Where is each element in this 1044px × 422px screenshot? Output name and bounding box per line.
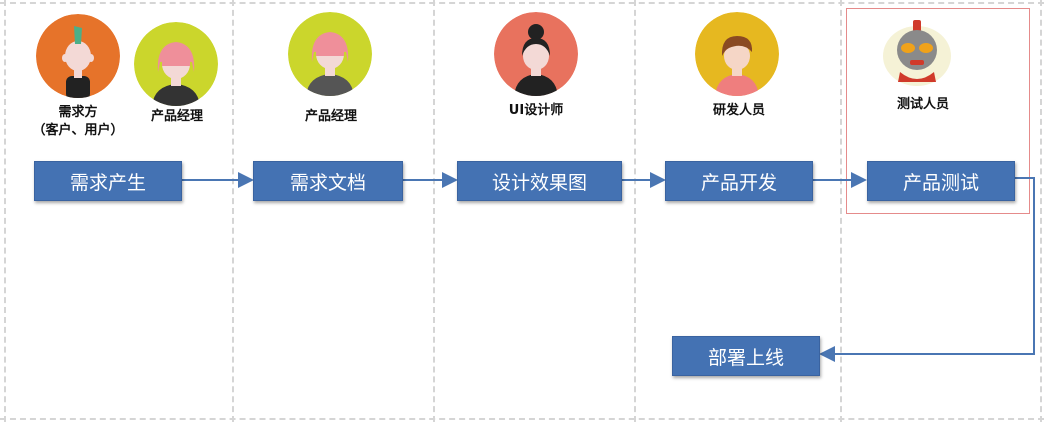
robot-icon (880, 16, 954, 90)
lane-divider (4, 0, 6, 422)
avatar-boy-icon (695, 12, 779, 96)
avatar-mohawk-icon (36, 14, 120, 98)
frame-bottom-border (0, 418, 1044, 420)
role-demand-side: 需求方 （客户、用户） (32, 105, 124, 138)
role-ui-designer: UI设计师 (508, 103, 564, 118)
step-product-test: 产品测试 (867, 161, 1015, 201)
frame-top-border (0, 2, 1044, 4)
step-design-mockup: 设计效果图 (457, 161, 622, 201)
lane-divider (634, 0, 636, 422)
role-pm: 产品经理 (150, 109, 203, 124)
step-product-dev: 产品开发 (665, 161, 813, 201)
avatar-pink-hair-icon (288, 12, 372, 96)
lane-divider (840, 0, 842, 422)
tester-highlight-box (846, 8, 1030, 214)
arrow-5-6 (819, 177, 1035, 362)
lane-divider (1040, 0, 1042, 422)
avatar-pink-hair-icon (134, 22, 218, 106)
role-tester: 测试人员 (896, 97, 949, 112)
step-deploy: 部署上线 (672, 336, 820, 376)
lane-divider (232, 0, 234, 422)
step-demand-generation: 需求产生 (34, 161, 182, 201)
role-developer: 研发人员 (712, 103, 765, 118)
avatar-bun-hair-icon (494, 12, 578, 96)
role-pm: 产品经理 (304, 109, 357, 124)
lane-divider (433, 0, 435, 422)
step-requirements-doc: 需求文档 (253, 161, 403, 201)
